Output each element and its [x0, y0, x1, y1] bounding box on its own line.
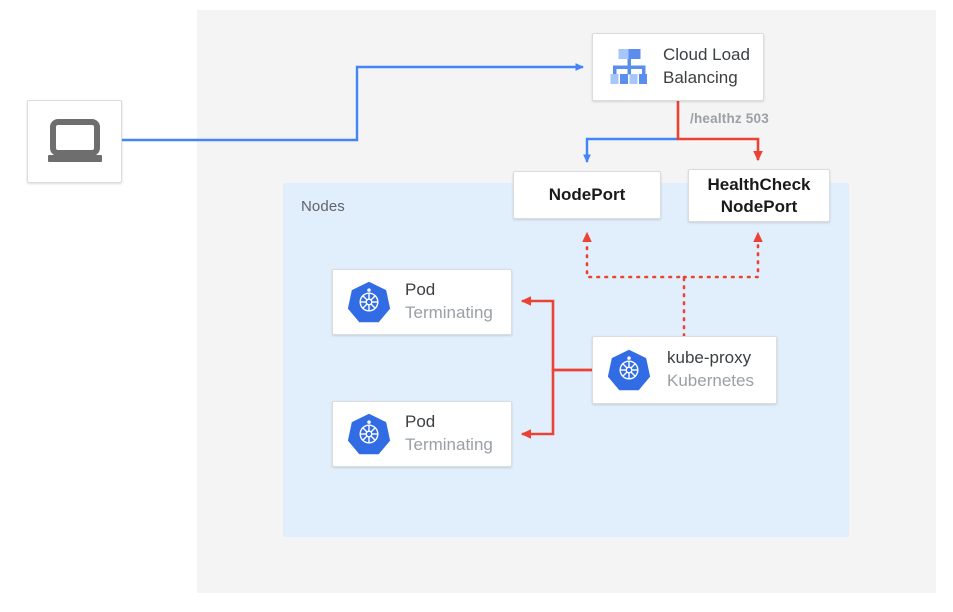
- clb-text: Cloud Load Balancing: [653, 44, 753, 90]
- nodeport-content: NodePort: [514, 172, 660, 218]
- laptop-icon: [44, 118, 106, 165]
- pod1-title: Pod: [405, 280, 436, 300]
- kubernetes-icon: [605, 348, 653, 392]
- pod1-subtitle: Terminating: [405, 303, 493, 322]
- pod2-subtitle: Terminating: [405, 435, 493, 454]
- kube-proxy-node[interactable]: kube-proxy Kubernetes: [592, 336, 777, 404]
- pod2-content: Pod Terminating: [333, 402, 511, 466]
- kubernetes-icon: [345, 412, 393, 456]
- pod2-text: Pod Terminating: [393, 411, 501, 457]
- cloud-load-balancing-icon: [605, 47, 653, 87]
- clb-content: Cloud Load Balancing: [593, 34, 763, 100]
- clb-label-line1: Cloud Load: [663, 45, 750, 65]
- nodeport-label: NodePort: [548, 185, 626, 205]
- client-icon-wrap: [28, 101, 121, 182]
- healthz-edge-label: /healthz 503: [690, 111, 769, 126]
- healthcheck-nodeport-node[interactable]: HealthCheck NodePort: [688, 169, 830, 222]
- hcnp-content: HealthCheck NodePort: [689, 170, 829, 221]
- pod1-content: Pod Terminating: [333, 270, 511, 334]
- nodes-region-label: Nodes: [301, 198, 345, 215]
- pod-node-1[interactable]: Pod Terminating: [332, 269, 512, 335]
- pod-node-2[interactable]: Pod Terminating: [332, 401, 512, 467]
- kubeproxy-title: kube-proxy: [667, 348, 752, 368]
- clb-label-line2: Balancing: [663, 68, 738, 87]
- kubeproxy-content: kube-proxy Kubernetes: [593, 337, 776, 403]
- kubeproxy-subtitle: Kubernetes: [667, 371, 754, 390]
- hcnp-label-line1: HealthCheck: [707, 175, 811, 195]
- client-node[interactable]: [27, 100, 122, 183]
- kubeproxy-text: kube-proxy Kubernetes: [653, 347, 766, 393]
- nodeport-node[interactable]: NodePort: [513, 171, 661, 219]
- pod1-text: Pod Terminating: [393, 279, 501, 325]
- pod2-title: Pod: [405, 412, 436, 432]
- hcnp-label-line2: NodePort: [720, 196, 798, 216]
- kubernetes-icon: [345, 280, 393, 324]
- cloud-load-balancing-node[interactable]: Cloud Load Balancing: [592, 33, 764, 101]
